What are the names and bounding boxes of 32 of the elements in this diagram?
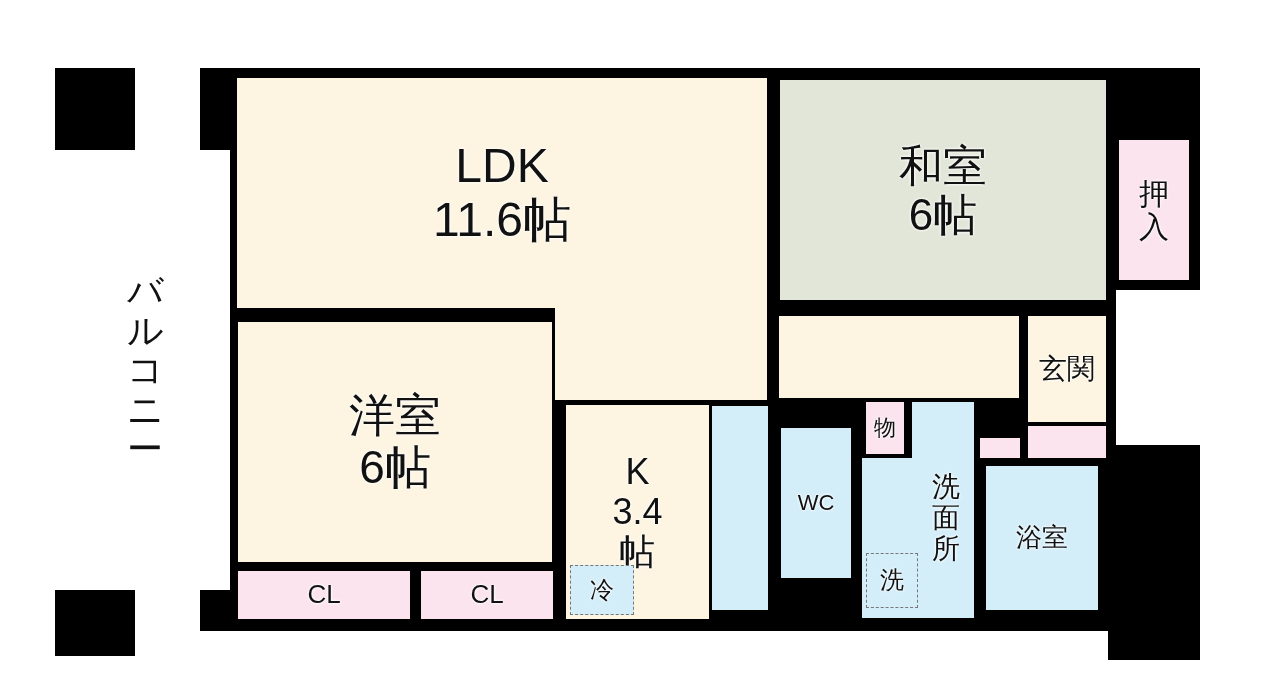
room-name: バルコニー [127,271,163,469]
room-name: LDK [455,139,549,193]
room-name: 浴室 [1016,523,1068,553]
room-name: 冷 [590,576,614,604]
room-area [421,571,553,619]
room-area [866,402,904,454]
room-name: 洗 [880,567,904,594]
room-size: 11.6帖 [433,193,571,247]
room-name: WC [797,490,835,516]
room-name: 押入 [1139,177,1169,243]
room-name: 物 [874,415,896,441]
room-name: 洋室 [349,390,441,442]
room-name: CL [470,580,504,610]
room-area [237,78,767,308]
room-area [238,322,552,562]
room-area [986,466,1098,610]
room-size: 6帖 [908,190,978,240]
room-area [1119,140,1189,280]
room-area [238,571,410,619]
room-area [780,80,1106,300]
room-area [566,405,709,619]
room-name: 和室 [899,140,987,190]
room-area [781,428,851,578]
room-name: CL [307,580,341,610]
room-size: 6帖 [359,442,431,494]
room-name: K [625,451,650,492]
room-size: 3.4帖 [611,491,664,573]
appliance-space [866,553,918,608]
room-name: 洗面所 [932,472,960,565]
room-area [862,458,974,618]
room-name: 玄関 [1039,353,1095,385]
room-area [1028,316,1106,422]
